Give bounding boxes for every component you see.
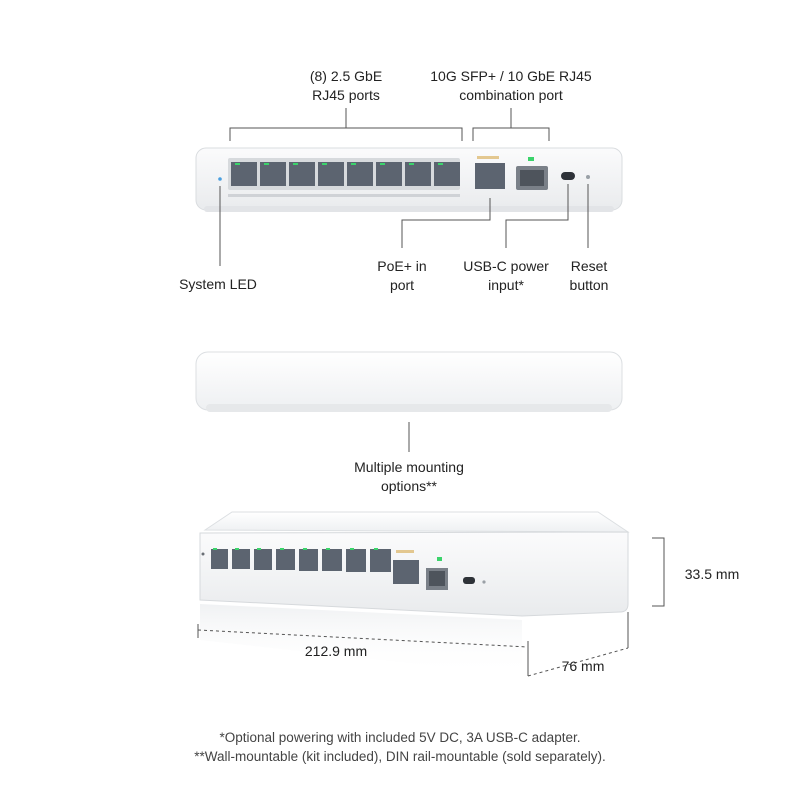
callout-lines <box>219 108 589 452</box>
combo-port-label-line1: 10G SFP+ / 10 GbE RJ45 <box>430 68 592 84</box>
width-dimension: 212.9 mm <box>304 643 368 659</box>
usb-c-port <box>561 172 575 180</box>
rj45-port <box>318 162 344 186</box>
mounting-label: Multiple mounting options** <box>329 458 489 496</box>
rj45-port <box>347 162 373 186</box>
combo-rj45-port <box>475 163 505 189</box>
reset-pinhole <box>586 175 590 179</box>
combo-port-label-line2: combination port <box>459 87 563 103</box>
mounting-label-line1: Multiple mounting <box>354 459 464 475</box>
rj45-ports-label-line2: RJ45 ports <box>312 87 380 103</box>
usbc-power-label-line1: USB-C power <box>463 258 549 274</box>
poe-port-label: PoE+ in port <box>352 257 452 295</box>
reset-button-label-line1: Reset <box>570 258 608 274</box>
system-led-indicator <box>218 177 222 181</box>
system-led-label-text: System LED <box>179 276 257 292</box>
side-view-device <box>195 351 623 412</box>
footnote-mounting: **Wall-mountable (kit included), DIN rai… <box>194 749 606 764</box>
rj45-port-group <box>228 158 460 197</box>
footnote-usb-c: *Optional powering with included 5V DC, … <box>219 730 581 745</box>
usbc-power-label: USB-C power input* <box>448 257 564 295</box>
depth-dimension: 76 mm <box>561 658 605 674</box>
combo-port-label: 10G SFP+ / 10 GbE RJ45 combination port <box>406 67 616 105</box>
reset-button-label-line2: button <box>569 277 609 293</box>
usbc-power-label-line2: input* <box>488 277 524 293</box>
rj45-ports-label: (8) 2.5 GbE RJ45 ports <box>266 67 426 105</box>
rj45-port <box>289 162 315 186</box>
perspective-rj45-ports <box>211 549 391 572</box>
reset-button-label: Reset button <box>554 257 624 295</box>
rj45-port <box>260 162 286 186</box>
rj45-port <box>434 162 460 186</box>
system-led-label: System LED <box>158 275 278 294</box>
dimension-lines <box>197 537 665 677</box>
rj45-port <box>376 162 402 186</box>
poe-port-label-line2: port <box>389 277 415 293</box>
poe-port-label-line1: PoE+ in <box>377 258 427 274</box>
perspective-device <box>199 511 630 676</box>
mounting-label-line2: options** <box>380 478 438 494</box>
front-view-device <box>195 147 623 212</box>
rj45-port <box>405 162 431 186</box>
rj45-ports-label-line1: (8) 2.5 GbE <box>309 68 383 84</box>
rj45-port <box>231 162 257 186</box>
height-dimension: 33.5 mm <box>684 566 740 582</box>
